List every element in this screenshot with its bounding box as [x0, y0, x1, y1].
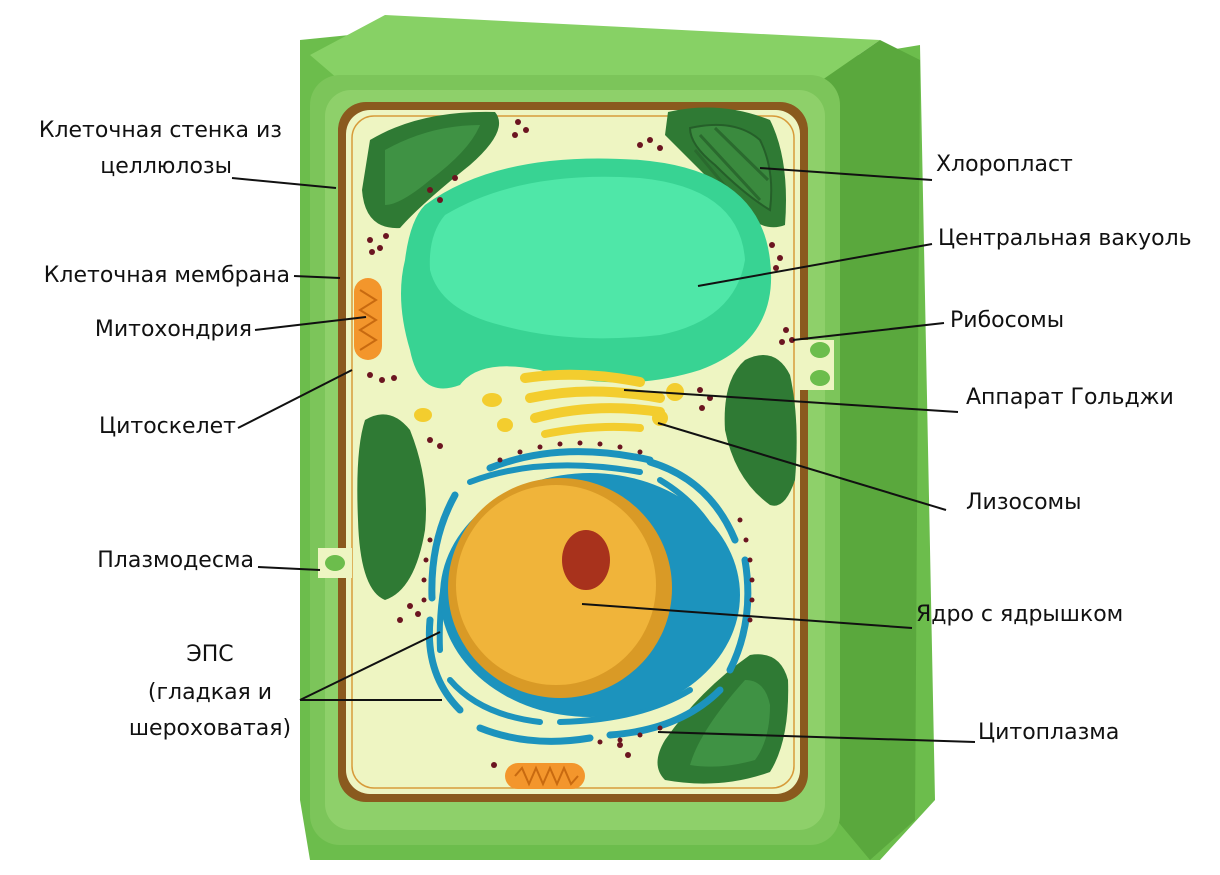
label-mitochondria: Митохондрия	[20, 315, 252, 345]
label-cytoplasm: Цитоплазма	[978, 718, 1119, 748]
label-plasmodesma: Плазмодесма	[20, 546, 254, 576]
label-central-vacuole: Центральная вакуоль	[938, 224, 1192, 254]
label-er-line2: (гладкая и	[120, 678, 300, 708]
label-lysosomes: Лизосомы	[966, 488, 1082, 518]
label-cell-membrane: Клеточная мембрана	[8, 261, 290, 291]
label-nucleus: Ядро с ядрышком	[916, 600, 1123, 630]
label-golgi-apparatus: Аппарат Гольджи	[966, 383, 1174, 413]
label-er-line1: ЭПС	[120, 640, 300, 670]
label-cell-wall-line1: Клеточная стенка из	[20, 116, 282, 146]
label-er-line3: шероховатая)	[120, 714, 300, 744]
label-cell-wall-line2: целлюлозы	[20, 152, 232, 182]
label-cytoskeleton: Цитоскелет	[20, 412, 236, 442]
label-chloroplast: Хлоропласт	[936, 150, 1073, 180]
central-vacuole	[401, 158, 771, 388]
label-ribosomes: Рибосомы	[950, 306, 1064, 336]
nucleus	[440, 473, 740, 717]
